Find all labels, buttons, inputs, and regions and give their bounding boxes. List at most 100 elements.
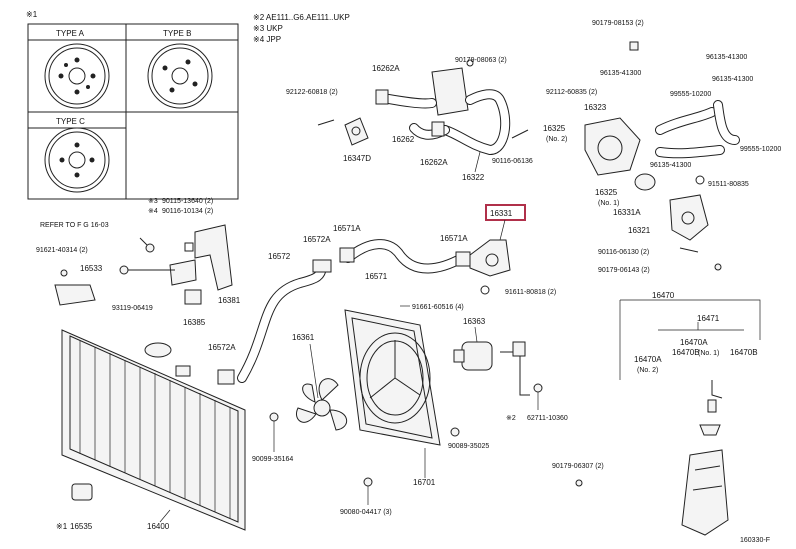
type-b-hub: [147, 43, 213, 109]
applicability-notes: ※2 AE111..G6.AE111..UKP ※3 UKP ※4 JPP: [253, 13, 350, 44]
label-90179-06143: 90179-06143 (2): [598, 267, 650, 274]
label-90116-mark: ※4: [148, 208, 158, 215]
figure-code: 160330-F: [740, 537, 770, 544]
label-16572A-top: 16572A: [303, 235, 331, 244]
type-a-label: TYPE A: [56, 29, 85, 38]
label-16470B-mid: 16470B: [672, 348, 700, 357]
hose-16262: 16262A 16262 16262A: [372, 64, 450, 167]
cushion-16535: ※1 16535: [56, 483, 93, 531]
label-16323: 16323: [584, 103, 607, 112]
type-b-label: TYPE B: [163, 29, 191, 38]
label-16470B-mid-sub: (No. 1): [698, 350, 719, 357]
thermostat: [634, 173, 656, 191]
label-91611: 91611-80818 (2): [505, 289, 556, 296]
clamp-16572A: [217, 369, 235, 385]
label-90115: 90115-13640 (2): [162, 198, 213, 205]
label-16381: 16381: [218, 296, 241, 305]
label-16331A: 16331A: [613, 208, 641, 217]
label-16262A-top: 16262A: [372, 64, 400, 73]
label-16331[interactable]: 16331: [490, 209, 513, 218]
label-90116-06136: 90116-06136: [492, 158, 533, 165]
label-96135-41300c: 96135-41300: [712, 76, 753, 83]
type-variants-box: ※1 TYPE A TYPE B TYPE C: [26, 10, 239, 200]
label-90179-06307: 90179-06307 (2): [552, 463, 604, 470]
label-93119: 93119-06419: [112, 305, 153, 312]
type-c-label: TYPE C: [56, 117, 85, 126]
note-marker: ※1: [26, 10, 38, 19]
lower-hose-16572: 16572 16572A 16572A: [208, 235, 332, 385]
label-16572: 16572: [268, 252, 291, 261]
label-90116-06130: 90116-06130 (2): [598, 249, 649, 256]
label-16471: 16471: [697, 314, 720, 323]
label-16701: 16701: [413, 478, 436, 487]
note-4: ※4 JPP: [253, 35, 281, 44]
label-16363: 16363: [463, 317, 486, 326]
note-3: ※3 UKP: [253, 24, 283, 33]
label-16470B: 16470B: [730, 348, 758, 357]
label-16533: 16533: [80, 264, 103, 273]
radiator-fins: [79, 340, 231, 519]
radiator-cap: [144, 342, 172, 358]
water-bypass-pipe-16322: 16322 90179-08063 (2) 90116-06136: [431, 57, 533, 182]
label-99555-10200b: 99555-10200: [740, 146, 781, 153]
label-16571A: 16571A: [440, 234, 468, 243]
water-outlet-16331[interactable]: 16331 91611-80818 (2): [469, 204, 556, 296]
label-16262A: 16262A: [420, 158, 448, 167]
label-16321: 16321: [628, 226, 651, 235]
fan-shroud-16711: 91661-60516 (4) 16701: [344, 304, 464, 487]
label-96135-41300d: 96135-41300: [650, 162, 691, 169]
label-16571: 16571: [365, 272, 388, 281]
label-91511: 91511-80835: [708, 181, 749, 188]
label-16535: 16535: [70, 522, 93, 531]
label-16470A: 16470A: [634, 355, 662, 364]
fan-motor-16363: 16363: [453, 317, 530, 396]
label-91661: 91661-60516 (4): [412, 304, 464, 311]
bracket-16381: [194, 224, 233, 291]
label-92112: 92112-60835 (2): [546, 89, 597, 96]
label-90080-04417: 90080-04417 (3): [340, 509, 392, 516]
label-16470A-top: 16470A: [680, 338, 708, 347]
label-90179-08063: 90179-08063 (2): [455, 57, 507, 64]
fasteners-misc: 90099-35164 90089-35025 90080-04417 (3) …: [252, 383, 568, 516]
label-16325-no2: 16325: [543, 124, 566, 133]
label-16262: 16262: [392, 135, 415, 144]
water-inlet-16321: [669, 194, 709, 241]
note-2: ※2 AE111..G6.AE111..UKP: [253, 13, 350, 22]
reserve-tank-body: [681, 449, 729, 536]
water-pump-16323: 16323 92112-60835 (2) 16325 (No. 2) 1632…: [543, 89, 749, 274]
label-91621: 91621-40314 (2): [36, 247, 88, 254]
label-90089-35025: 90089-35025: [448, 443, 489, 450]
type-a-hub: [44, 43, 110, 109]
label-16470: 16470: [652, 291, 675, 300]
label-62711-mark: ※2: [506, 415, 516, 422]
label-16400: 16400: [147, 522, 170, 531]
bracket-16533: [54, 284, 96, 306]
type-c-hub: [44, 127, 110, 193]
label-16571A-top: 16571A: [333, 224, 361, 233]
label-96135-41300b: 96135-41300: [706, 54, 747, 61]
label-99555-10200: 99555-10200: [670, 91, 711, 98]
label-90179-08153: 90179-08153 (2): [592, 20, 644, 27]
label-90116-10134: 90116-10134 (2): [162, 208, 213, 215]
label-16325-no1-sub: (No. 1): [598, 200, 619, 207]
label-92122: 92122-60818 (2): [286, 89, 338, 96]
label-refer: REFER TO F G 16-03: [40, 222, 109, 229]
gasket-16347D: 16347D 92122-60818 (2): [286, 89, 371, 163]
reserve-tank-assembly: 16470 16471 16470A 16470B (No. 1) 16470A…: [552, 291, 770, 544]
label-90115-mark: ※3: [148, 198, 158, 205]
label-16347D: 16347D: [343, 154, 371, 163]
radiator-assembly: 16400: [61, 329, 246, 531]
label-96135-41300a: 96135-41300: [600, 70, 641, 77]
label-16325-no1: 16325: [595, 188, 618, 197]
clamp-16572A-top: [312, 259, 332, 273]
label-16572A: 16572A: [208, 343, 236, 352]
label-16535-mark: ※1: [56, 522, 68, 531]
label-62711: 62711-10360: [527, 415, 568, 422]
label-16322: 16322: [462, 173, 485, 182]
fan-16361: 16361: [292, 333, 347, 431]
support-brackets: REFER TO F G 16-03 ※3 90115-13640 (2) ※4…: [36, 198, 241, 327]
label-16361: 16361: [292, 333, 315, 342]
label-90099-35164: 90099-35164: [252, 456, 293, 463]
